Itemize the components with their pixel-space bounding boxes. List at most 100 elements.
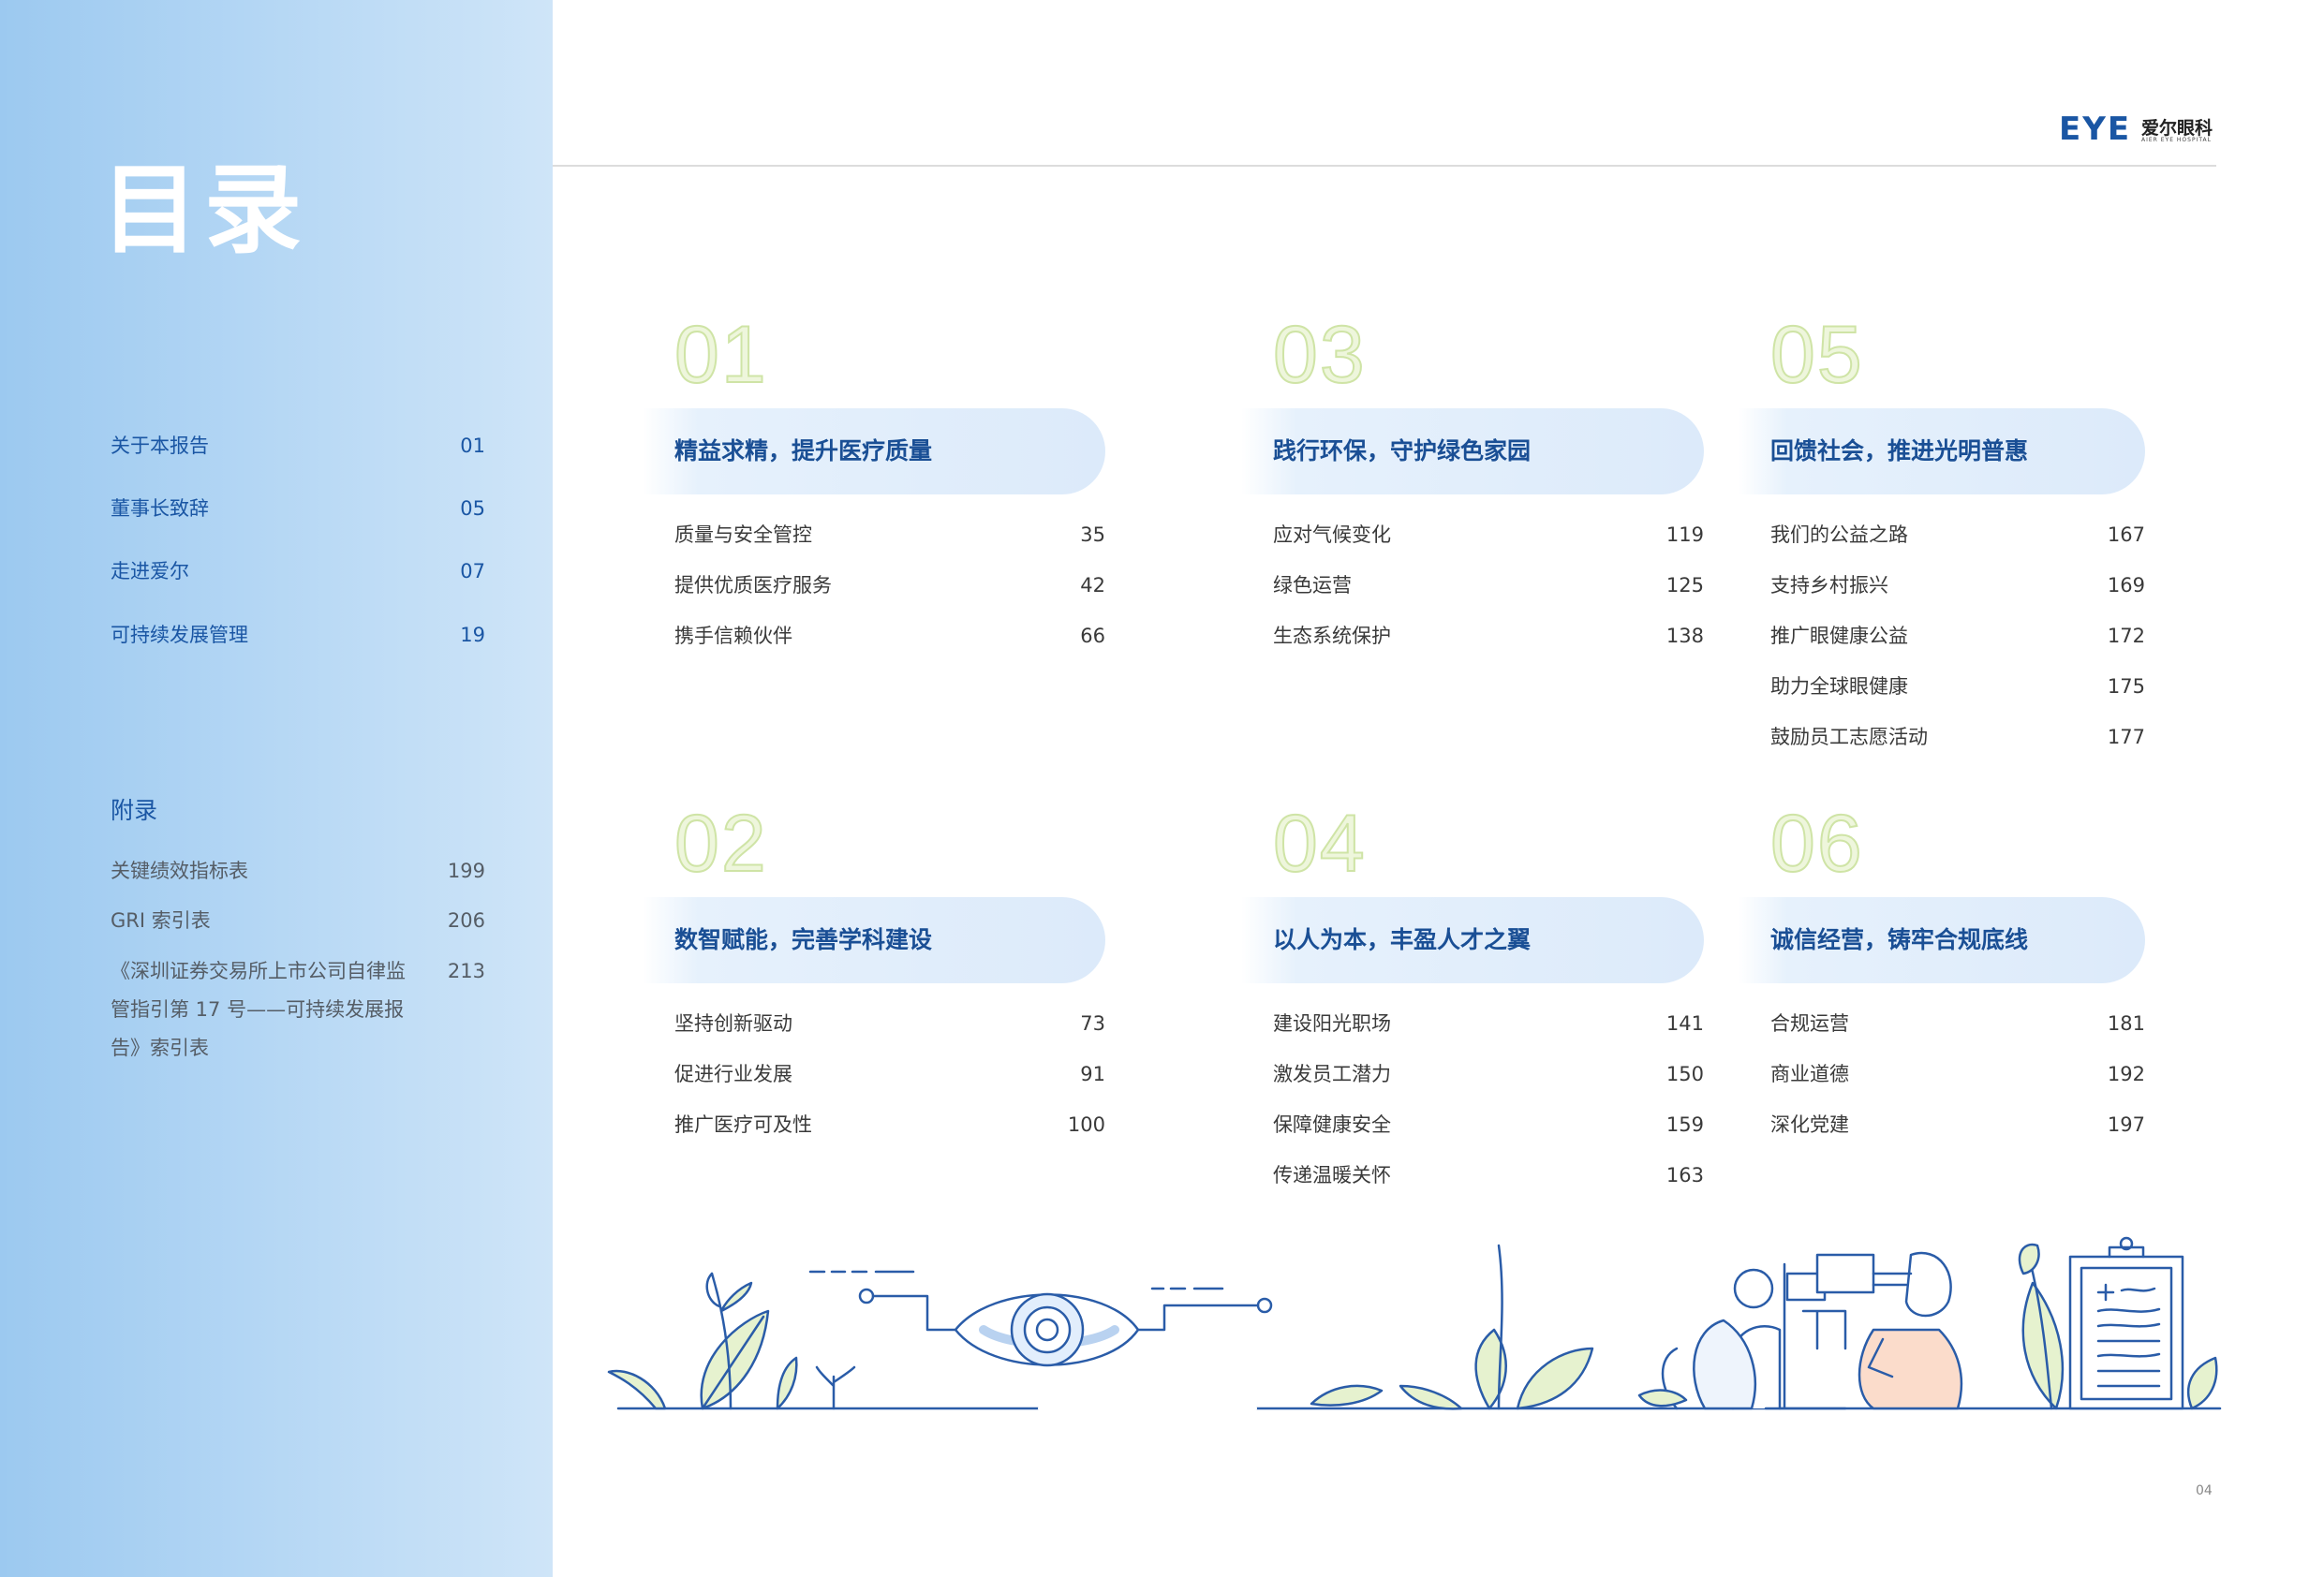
section-item-label: 激发员工潜力 xyxy=(1273,1063,1391,1085)
appendix-title: 附录 xyxy=(111,797,158,824)
section-item-label: 生态系统保护 xyxy=(1273,625,1391,647)
section-number: 05 xyxy=(1769,310,1864,400)
section-item-page: 181 xyxy=(2107,1012,2145,1035)
aier-logo: EYE 爱尔眼科 AIER EYE HOSPITAL xyxy=(2059,112,2218,146)
section-title: 回馈社会，推进光明普惠 xyxy=(1770,437,2029,464)
section-item-label: 质量与安全管控 xyxy=(674,523,812,546)
section-item[interactable]: 应对气候变化 119 xyxy=(1273,513,1704,564)
page-title: 目录 xyxy=(101,153,308,267)
section-item-page: 100 xyxy=(1067,1113,1105,1136)
clipboard-icon xyxy=(2068,1236,2184,1410)
section-item-page: 125 xyxy=(1665,574,1704,597)
section-item[interactable]: 深化党建 197 xyxy=(1770,1103,2145,1154)
section-item[interactable]: 我们的公益之路 167 xyxy=(1770,513,2145,564)
toc-link-page: 07 xyxy=(460,560,485,582)
section-item[interactable]: 推广眼健康公益 172 xyxy=(1770,614,2145,665)
section-item-label: 支持乡村振兴 xyxy=(1770,574,1888,597)
toc-link-sustainability-management[interactable]: 可持续发展管理 19 xyxy=(111,616,485,654)
section-title-pill[interactable]: 回馈社会，推进光明普惠 xyxy=(1739,408,2145,494)
section-item-label: 促进行业发展 xyxy=(674,1063,792,1085)
header-divider xyxy=(553,165,2216,167)
appendix-item-page: 213 xyxy=(447,960,485,982)
page-number: 04 xyxy=(2196,1483,2213,1498)
section-title: 精益求精，提升医疗质量 xyxy=(674,437,933,464)
eye-exam-scene-icon xyxy=(1637,1251,1963,1410)
section-item-label: 绿色运营 xyxy=(1273,574,1352,597)
plant-right-icon xyxy=(2018,1243,2218,1410)
section-item-page: 167 xyxy=(2107,523,2145,546)
section-title-pill[interactable]: 数智赋能，完善学科建设 xyxy=(643,897,1105,983)
section-item-page: 159 xyxy=(1665,1113,1704,1136)
toc-link-label: 董事长致辞 xyxy=(111,497,209,520)
section-item-page: 91 xyxy=(1080,1063,1105,1085)
section-item-page: 119 xyxy=(1665,523,1704,546)
eye-icon xyxy=(954,1292,1140,1367)
plant-left-icon xyxy=(607,1272,856,1410)
section-item-page: 35 xyxy=(1080,523,1105,546)
appendix-item-szse-index[interactable]: 《深圳证券交易所上市公司自律监管指引第 17 号——可持续发展报告》索引表 21… xyxy=(111,952,485,1068)
logo-name-cn: 爱尔眼科 xyxy=(2141,118,2213,139)
toc-link-page: 05 xyxy=(460,497,485,520)
section-item-page: 172 xyxy=(2107,625,2145,647)
toc-link-label: 走进爱尔 xyxy=(111,560,189,582)
logo-mark: EYE xyxy=(2059,111,2132,148)
toc-link-label: 可持续发展管理 xyxy=(111,624,248,646)
appendix-item-kpi-table[interactable]: 关键绩效指标表 199 xyxy=(111,852,485,891)
section-item-label: 深化党建 xyxy=(1770,1113,1849,1136)
section-item[interactable]: 质量与安全管控 35 xyxy=(674,513,1105,564)
section-item-label: 助力全球眼健康 xyxy=(1770,675,1908,698)
section-item[interactable]: 激发员工潜力 150 xyxy=(1273,1053,1704,1103)
section-item-label: 合规运营 xyxy=(1770,1012,1849,1035)
section-item-label: 我们的公益之路 xyxy=(1770,523,1908,546)
section-title: 数智赋能，完善学科建设 xyxy=(674,926,933,953)
toc-link-about-report[interactable]: 关于本报告 01 xyxy=(111,427,485,464)
appendix-item-label: GRI 索引表 xyxy=(111,909,211,932)
section-item-label: 商业道德 xyxy=(1770,1063,1849,1085)
section-title-pill[interactable]: 精益求精，提升医疗质量 xyxy=(643,408,1105,494)
toc-link-about-aier[interactable]: 走进爱尔 07 xyxy=(111,553,485,590)
section-item-label: 应对气候变化 xyxy=(1273,523,1391,546)
section-item-label: 推广医疗可及性 xyxy=(674,1113,812,1136)
section-item[interactable]: 推广医疗可及性 100 xyxy=(674,1103,1105,1154)
section-title: 以人为本，丰盈人才之翼 xyxy=(1273,926,1532,953)
section-item-page: 150 xyxy=(1665,1063,1704,1085)
section-item-page: 163 xyxy=(1665,1164,1704,1186)
section-title-pill[interactable]: 践行环保，守护绿色家园 xyxy=(1241,408,1704,494)
section-item-page: 197 xyxy=(2107,1113,2145,1136)
plant-middle-icon xyxy=(1310,1244,1594,1410)
toc-link-chairman-message[interactable]: 董事长致辞 05 xyxy=(111,490,485,527)
logo-name-en: AIER EYE HOSPITAL xyxy=(2141,137,2212,143)
section-item-label: 建设阳光职场 xyxy=(1273,1012,1391,1035)
section-title-pill[interactable]: 诚信经营，铸牢合规底线 xyxy=(1739,897,2145,983)
section-number: 04 xyxy=(1272,799,1367,889)
section-item-page: 66 xyxy=(1080,625,1105,647)
appendix-item-page: 199 xyxy=(447,860,485,882)
section-item-label: 坚持创新驱动 xyxy=(674,1012,792,1035)
section-number: 06 xyxy=(1769,799,1864,889)
section-item[interactable]: 绿色运营 125 xyxy=(1273,564,1704,614)
left-panel: 目录 关于本报告 01 董事长致辞 05 走进爱尔 07 可持续发展管理 19 … xyxy=(0,0,553,1577)
section-title-pill[interactable]: 以人为本，丰盈人才之翼 xyxy=(1241,897,1704,983)
section-item-label: 提供优质医疗服务 xyxy=(674,574,832,597)
appendix-item-gri-index[interactable]: GRI 索引表 206 xyxy=(111,902,485,940)
section-item[interactable]: 促进行业发展 91 xyxy=(674,1053,1105,1103)
section-title: 诚信经营，铸牢合规底线 xyxy=(1770,926,2029,953)
section-item-label: 推广眼健康公益 xyxy=(1770,625,1908,647)
appendix-item-label: 关键绩效指标表 xyxy=(111,860,248,882)
section-item[interactable]: 合规运营 181 xyxy=(1770,1002,2145,1053)
